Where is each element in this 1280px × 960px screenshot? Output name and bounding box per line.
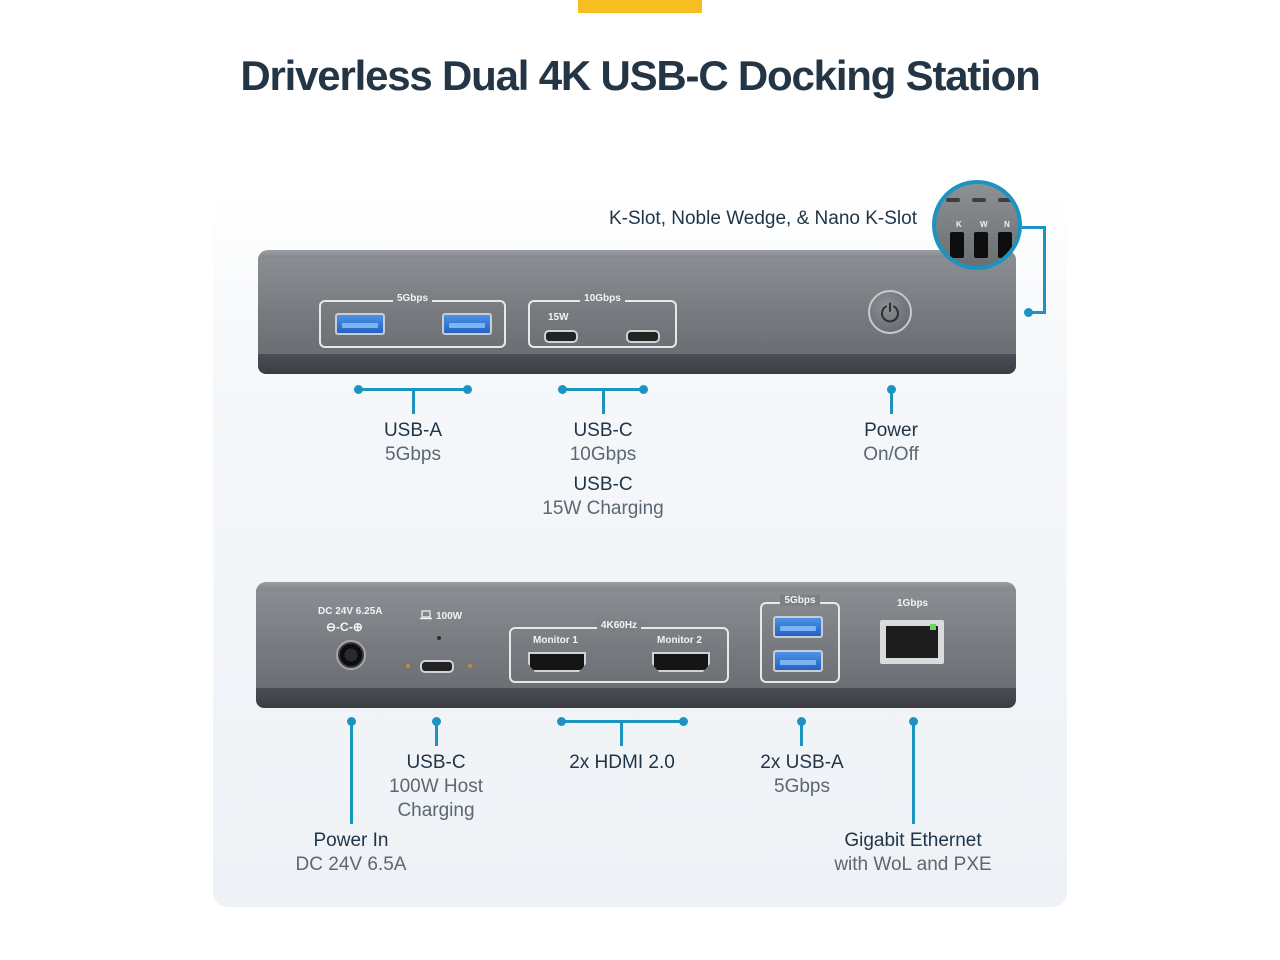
dc-input-label: DC 24V 6.25A xyxy=(318,606,383,617)
hdmi-resolution-label: 4K60Hz xyxy=(596,620,642,631)
power-callout: Power On/Off xyxy=(863,420,919,465)
power-leader xyxy=(890,388,893,414)
kslot-letter-n: N xyxy=(1004,220,1010,229)
monitor-1-label: Monitor 1 xyxy=(533,635,578,646)
rear-usba-port-1 xyxy=(773,616,823,638)
rear-usba-leader xyxy=(800,720,803,746)
usbc-15w-label: 15W xyxy=(548,312,569,323)
kslot-letter-k: K xyxy=(956,220,962,229)
ethernet-callout: Gigabit Ethernet with WoL and PXE xyxy=(834,830,992,875)
hdmi-port-group: 4K60Hz Monitor 1 Monitor 2 xyxy=(509,620,729,683)
dc-power-jack xyxy=(336,640,366,670)
kslot-label: K-Slot, Noble Wedge, & Nano K-Slot xyxy=(608,208,917,229)
power-in-leader xyxy=(350,720,353,824)
usbc-host-leader xyxy=(435,720,438,746)
k-slot-hole xyxy=(950,232,964,258)
dock-rear-view: DC 24V 6.25A ⊖-C-⊕ 100W 4K60Hz Monitor 1… xyxy=(256,582,1016,708)
power-icon xyxy=(881,302,899,323)
kslot-zoom-inset: K W N xyxy=(932,180,1022,270)
ethernet-port xyxy=(880,620,944,664)
usbc-port-2 xyxy=(626,330,660,343)
rear-usba-speed-label: 5Gbps xyxy=(780,595,820,606)
usbc-callout: USB-C 10Gbps USB-C 15W Charging xyxy=(542,420,664,519)
hdmi-port-1 xyxy=(528,652,586,672)
kslot-leader-dot xyxy=(1024,308,1033,317)
kslot-leader-top xyxy=(1022,226,1046,229)
kslot-leader-bottom xyxy=(1028,311,1046,314)
usbc-host-port xyxy=(420,660,454,673)
power-button[interactable] xyxy=(868,290,912,334)
wedge-slot-hole xyxy=(974,232,988,258)
usba-port-group: 5Gbps xyxy=(319,293,506,348)
rear-usba-port-2 xyxy=(773,650,823,672)
power-in-callout: Power In DC 24V 6.5A xyxy=(295,830,407,875)
ethernet-leader xyxy=(912,720,915,824)
status-led xyxy=(437,636,441,640)
hdmi-callout: 2x HDMI 2.0 xyxy=(569,752,675,773)
accent-bar xyxy=(578,0,702,13)
rear-usba-port-group: 5Gbps xyxy=(760,595,840,683)
usba-port-2 xyxy=(442,313,492,335)
usbc-port-1 xyxy=(544,330,578,343)
usbc-speed-label: 10Gbps xyxy=(580,293,625,304)
host-charging-label: 100W xyxy=(436,611,463,622)
hdmi-port-2 xyxy=(652,652,710,672)
kslot-leader-vertical xyxy=(1043,226,1046,314)
usba-callout: USB-A 5Gbps xyxy=(383,420,443,465)
nano-slot-hole xyxy=(998,232,1012,258)
ethernet-speed-label: 1Gbps xyxy=(897,598,929,609)
dc-polarity-symbol: ⊖-C-⊕ xyxy=(326,620,363,634)
usba-speed-label: 5Gbps xyxy=(392,293,433,304)
rear-usba-callout: 2x USB-A 5Gbps xyxy=(760,752,844,797)
monitor-2-label: Monitor 2 xyxy=(657,635,702,646)
kslot-letter-w: W xyxy=(980,220,988,229)
usba-port-1 xyxy=(335,313,385,335)
dock-front-view: 5Gbps 10Gbps 15W xyxy=(258,250,1016,374)
usbc-host-callout: USB-C 100W Host Charging xyxy=(389,752,483,821)
usbc-port-group: 10Gbps 15W xyxy=(528,293,677,348)
laptop-icon xyxy=(420,610,432,623)
page-title: Driverless Dual 4K USB-C Docking Station xyxy=(240,52,1040,99)
